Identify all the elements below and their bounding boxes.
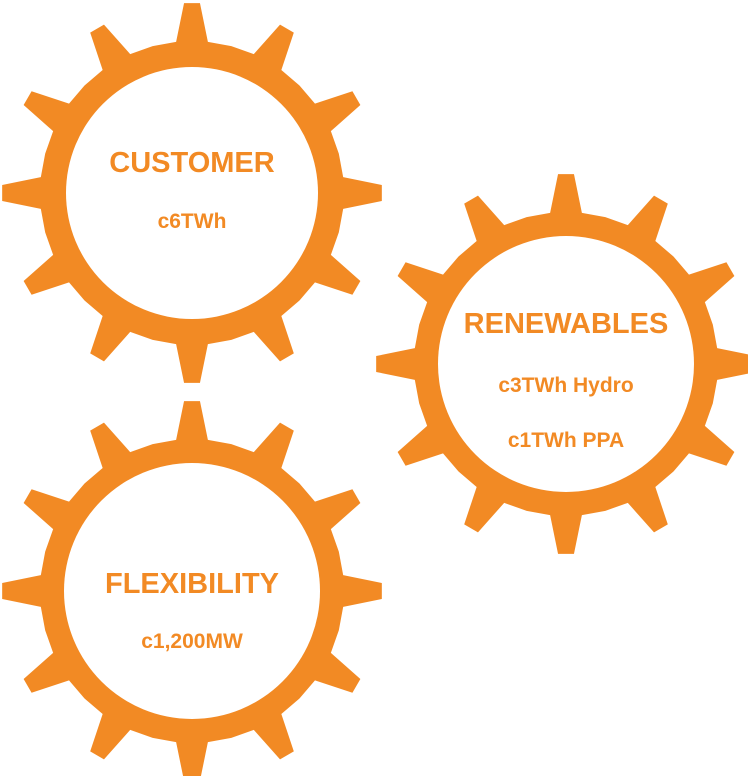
gear-flexibility-value: c1,200MW (141, 630, 243, 653)
gear-flexibility-title: FLEXIBILITY (105, 568, 279, 600)
gear-renewables-inner (438, 236, 694, 492)
gear-customer-value: c6TWh (158, 210, 227, 233)
gear-customer-inner (66, 67, 318, 319)
gear-customer: CUSTOMER c6TWh (2, 3, 382, 383)
gear-customer-title: CUSTOMER (109, 147, 274, 179)
gear-renewables-title: RENEWABLES (464, 308, 669, 340)
gear-flexibility: FLEXIBILITY c1,200MW (2, 401, 382, 776)
gear-renewables-value-ppa: c1TWh PPA (508, 429, 624, 452)
gear-renewables-value-hydro: c3TWh Hydro (498, 374, 633, 397)
gear-renewables: RENEWABLES c3TWh Hydro c1TWh PPA (376, 174, 748, 554)
gear-flexibility-inner (64, 463, 320, 719)
